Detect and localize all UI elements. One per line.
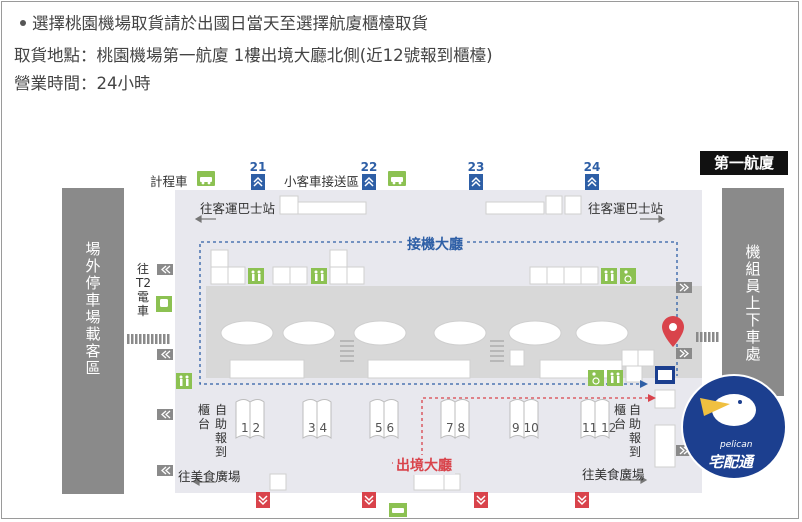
brand-zh-label: 宅配通 — [708, 453, 754, 471]
terminal-label: 第一航廈 — [700, 151, 788, 175]
brand-en-label: pelican — [720, 440, 753, 450]
self-checkin-right-label: 自助報到 — [628, 403, 641, 459]
gate-23: 23 — [467, 160, 485, 174]
departure-hall-label: 出境大廳 — [393, 455, 455, 475]
counter-9-10: 9 10 — [512, 421, 539, 435]
departure-markers — [256, 492, 589, 508]
escalator-left — [340, 340, 354, 362]
counter-3-4: 3 4 — [308, 421, 328, 435]
self-checkin-left-label: 自助報到 — [214, 403, 227, 459]
counter-11-12: 11 12 — [582, 421, 617, 435]
checkin-counters — [235, 399, 610, 440]
gate-21: 21 — [249, 160, 267, 174]
car-dropoff-label: 小客車接送區 — [284, 174, 360, 189]
walkway-right — [696, 332, 719, 342]
escalator-right — [490, 340, 504, 362]
counter-5-6: 5 6 — [375, 421, 395, 435]
food-right-label: 往美食廣場 — [582, 467, 645, 482]
info-line-1-text: 選擇桃園機場取貨請於出國日當天至選擇航廈櫃檯取貨 — [32, 14, 428, 33]
gate-markers — [251, 174, 599, 190]
info-line-1: 選擇桃園機場取貨請於出國日當天至選擇航廈櫃檯取貨 — [14, 10, 428, 34]
left-parking-label: 場外停車場載客區 — [85, 240, 101, 377]
counter-7-8: 7 8 — [446, 421, 466, 435]
arrival-route — [199, 241, 640, 385]
taxi-label: 計程車 — [150, 174, 188, 189]
walkway-left — [127, 334, 170, 344]
left-parking-block — [62, 188, 124, 494]
info-line-2: 取貨地點：桃園機場第一航廈 1樓出境大廳北側(近12號報到櫃檯) — [14, 46, 493, 65]
right-crew-label: 機組員上下車處 — [745, 243, 761, 363]
info-line-3: 營業時間：24小時 — [14, 74, 151, 93]
arrival-hall-label: 接機大廳 — [404, 234, 466, 254]
gate-24: 24 — [583, 160, 601, 174]
bus-right-label: 往客運巴士站 — [588, 201, 664, 216]
bus-left-label: 往客運巴士站 — [200, 201, 276, 216]
baggage-carousels — [220, 320, 629, 346]
gate-22: 22 — [360, 160, 378, 174]
counter-right-label: 櫃台 — [613, 403, 626, 431]
food-left-label: 往美食廣場 — [178, 469, 241, 484]
bullet-icon — [20, 20, 26, 26]
counter-1-2: 1 2 — [241, 421, 261, 435]
right-crew-block — [722, 188, 784, 396]
counter-left-label: 櫃台 — [197, 403, 210, 431]
t2-train-label: 往T2電車 — [136, 262, 151, 318]
map-pin-icon — [662, 316, 684, 347]
